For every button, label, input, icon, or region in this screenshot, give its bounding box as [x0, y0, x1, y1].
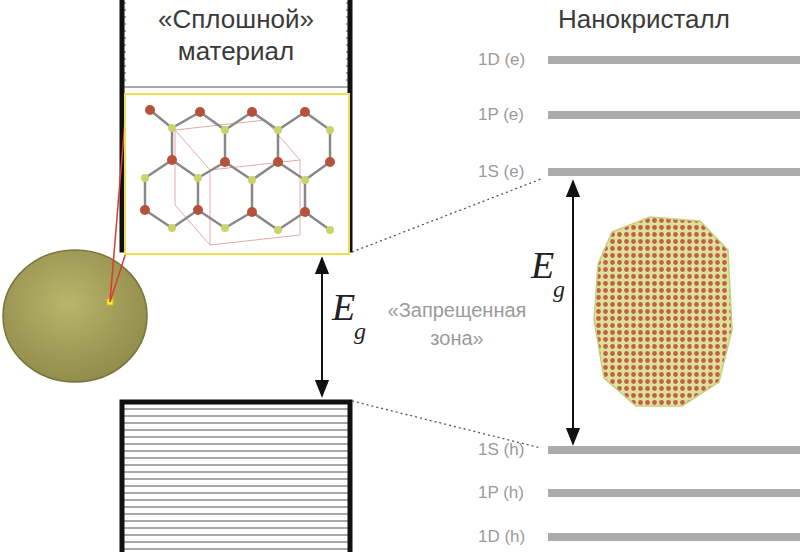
band-border: [122, 402, 350, 552]
heading-ground: [126, 0, 346, 86]
level-label: 1P (h): [478, 483, 524, 503]
dotted-guide: [352, 179, 541, 252]
gap-label: «Запрещенная зона»: [368, 296, 546, 352]
gap-symbol: E: [531, 244, 554, 288]
level-label: 1S (e): [478, 162, 524, 182]
level-label: 1D (h): [478, 527, 525, 547]
material-heading: «Сплошной» материал: [126, 4, 346, 67]
gap-subscript: g: [354, 318, 366, 346]
gap-symbol: E: [332, 286, 355, 330]
valence-band: [122, 402, 350, 552]
level-label: 1D (e): [478, 50, 525, 70]
gap-subscript: g: [553, 276, 565, 304]
nanocrystal: [594, 217, 732, 406]
crystal-inset: [125, 94, 349, 254]
nanocrystal-heading: Нанокристалл: [558, 4, 730, 36]
level-label: 1P (e): [478, 105, 524, 125]
gap-arrow: [572, 181, 574, 444]
bulk-disc: [3, 250, 147, 382]
level-label: 1S (h): [478, 440, 524, 460]
gap-arrow: [321, 258, 323, 396]
energy-levels: [548, 56, 800, 541]
